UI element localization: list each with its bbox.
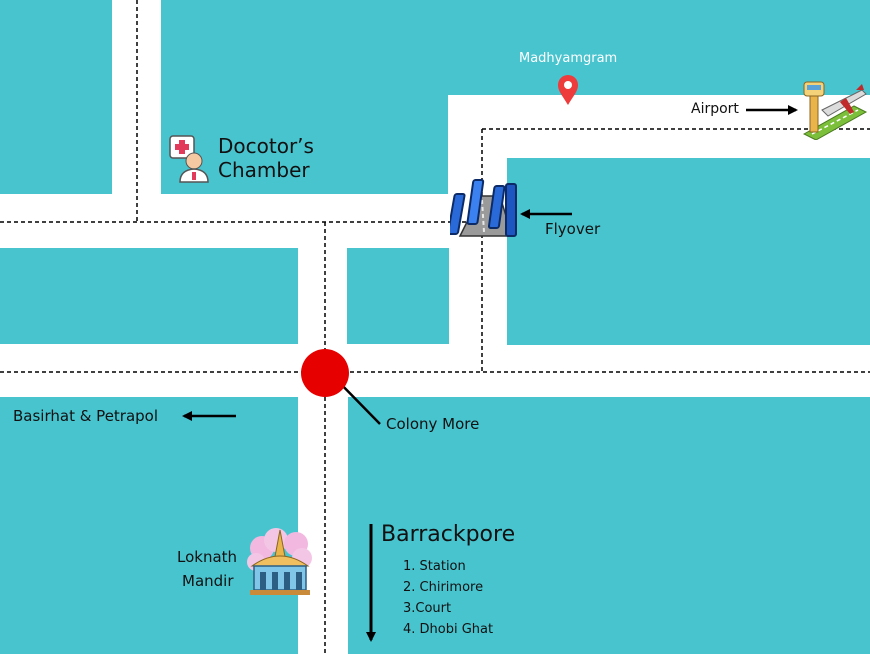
doctors-chamber-label-line2: Chamber [218,158,310,182]
flyover-label: Flyover [545,220,601,238]
block [0,248,298,344]
location-pin-icon [558,75,578,105]
block [448,0,870,95]
loknath-label-line1: Loknath [177,548,238,566]
flyover-icon [450,179,517,237]
barrackpore-stop: 1. Station [403,559,466,574]
block [161,0,448,194]
loknath-label-line2: Mandir [182,572,234,590]
block [0,397,298,654]
doctor-icon [169,135,209,183]
temple-icon [247,528,312,595]
colony-more-label: Colony More [386,415,480,433]
basirhat-label: Basirhat & Petrapol [13,407,159,425]
block [348,397,870,654]
barrackpore-stop: 3.Court [403,601,452,616]
barrackpore-stop: 4. Dhobi Ghat [403,622,494,637]
barrackpore-title: Barrackpore [381,522,516,547]
barrackpore-stop: 2. Chirimore [403,580,484,595]
block [0,0,112,194]
colony-more-marker [301,349,349,397]
madhyamgram-label: Madhyamgram [519,51,618,66]
block [347,248,449,344]
block [507,158,870,345]
doctors-chamber-label-line1: Docotor’s [218,134,314,158]
airport-icon [802,81,868,140]
airport-label: Airport [691,101,739,117]
